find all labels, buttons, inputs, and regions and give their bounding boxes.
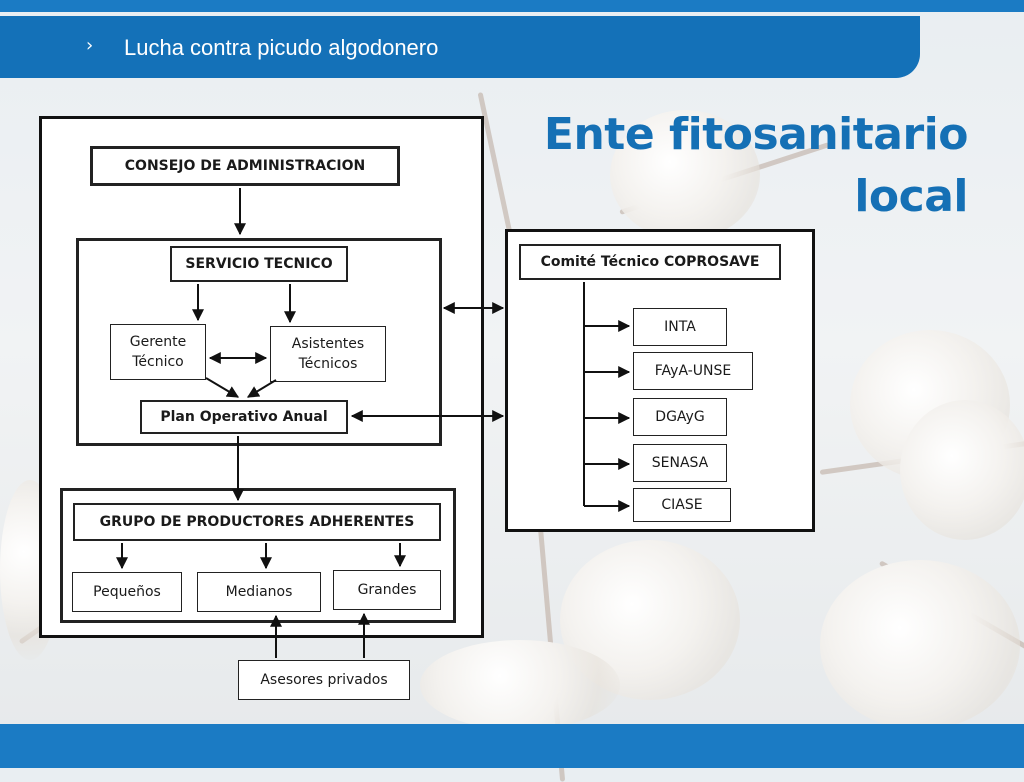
- comite-box: Comité Técnico COPROSAVE: [519, 244, 781, 280]
- gerente-box: Gerente Técnico: [110, 324, 206, 380]
- consejo-box: CONSEJO DE ADMINISTRACION: [90, 146, 400, 186]
- grupo-productores-box: GRUPO DE PRODUCTORES ADHERENTES: [73, 503, 441, 541]
- servicio-tecnico-box: SERVICIO TECNICO: [170, 246, 348, 282]
- chevron-right-icon: ›: [86, 35, 94, 56]
- faya-unse-box: FAyA-UNSE: [633, 352, 753, 390]
- header-bar: › Lucha contra picudo algodonero: [0, 16, 920, 78]
- slide-title-line-2: local: [854, 171, 968, 222]
- slide-title: Ente fitosanitario local: [508, 104, 969, 228]
- gerente-line-1: Gerente: [129, 334, 187, 350]
- slide-section-title: Lucha contra picudo algodonero: [124, 35, 439, 60]
- senasa-box: SENASA: [633, 444, 727, 482]
- ciase-box: CIASE: [633, 488, 731, 522]
- medianos-box: Medianos: [197, 572, 321, 612]
- dgayg-box: DGAyG: [633, 398, 727, 436]
- plan-operativo-box: Plan Operativo Anual: [140, 400, 348, 434]
- asesores-box: Asesores privados: [238, 660, 410, 700]
- inta-box: INTA: [633, 308, 727, 346]
- asistentes-box: Asistentes Técnicos: [270, 326, 386, 382]
- asistentes-line-2: Técnicos: [298, 356, 358, 372]
- slide-title-line-1: Ente fitosanitario: [543, 109, 969, 160]
- grandes-box: Grandes: [333, 570, 441, 610]
- asistentes-line-1: Asistentes: [291, 336, 365, 352]
- bottom-accent-band: [0, 724, 1024, 768]
- top-accent-band: [0, 0, 1024, 12]
- gerente-line-2: Técnico: [132, 354, 184, 370]
- pequenos-box: Pequeños: [72, 572, 182, 612]
